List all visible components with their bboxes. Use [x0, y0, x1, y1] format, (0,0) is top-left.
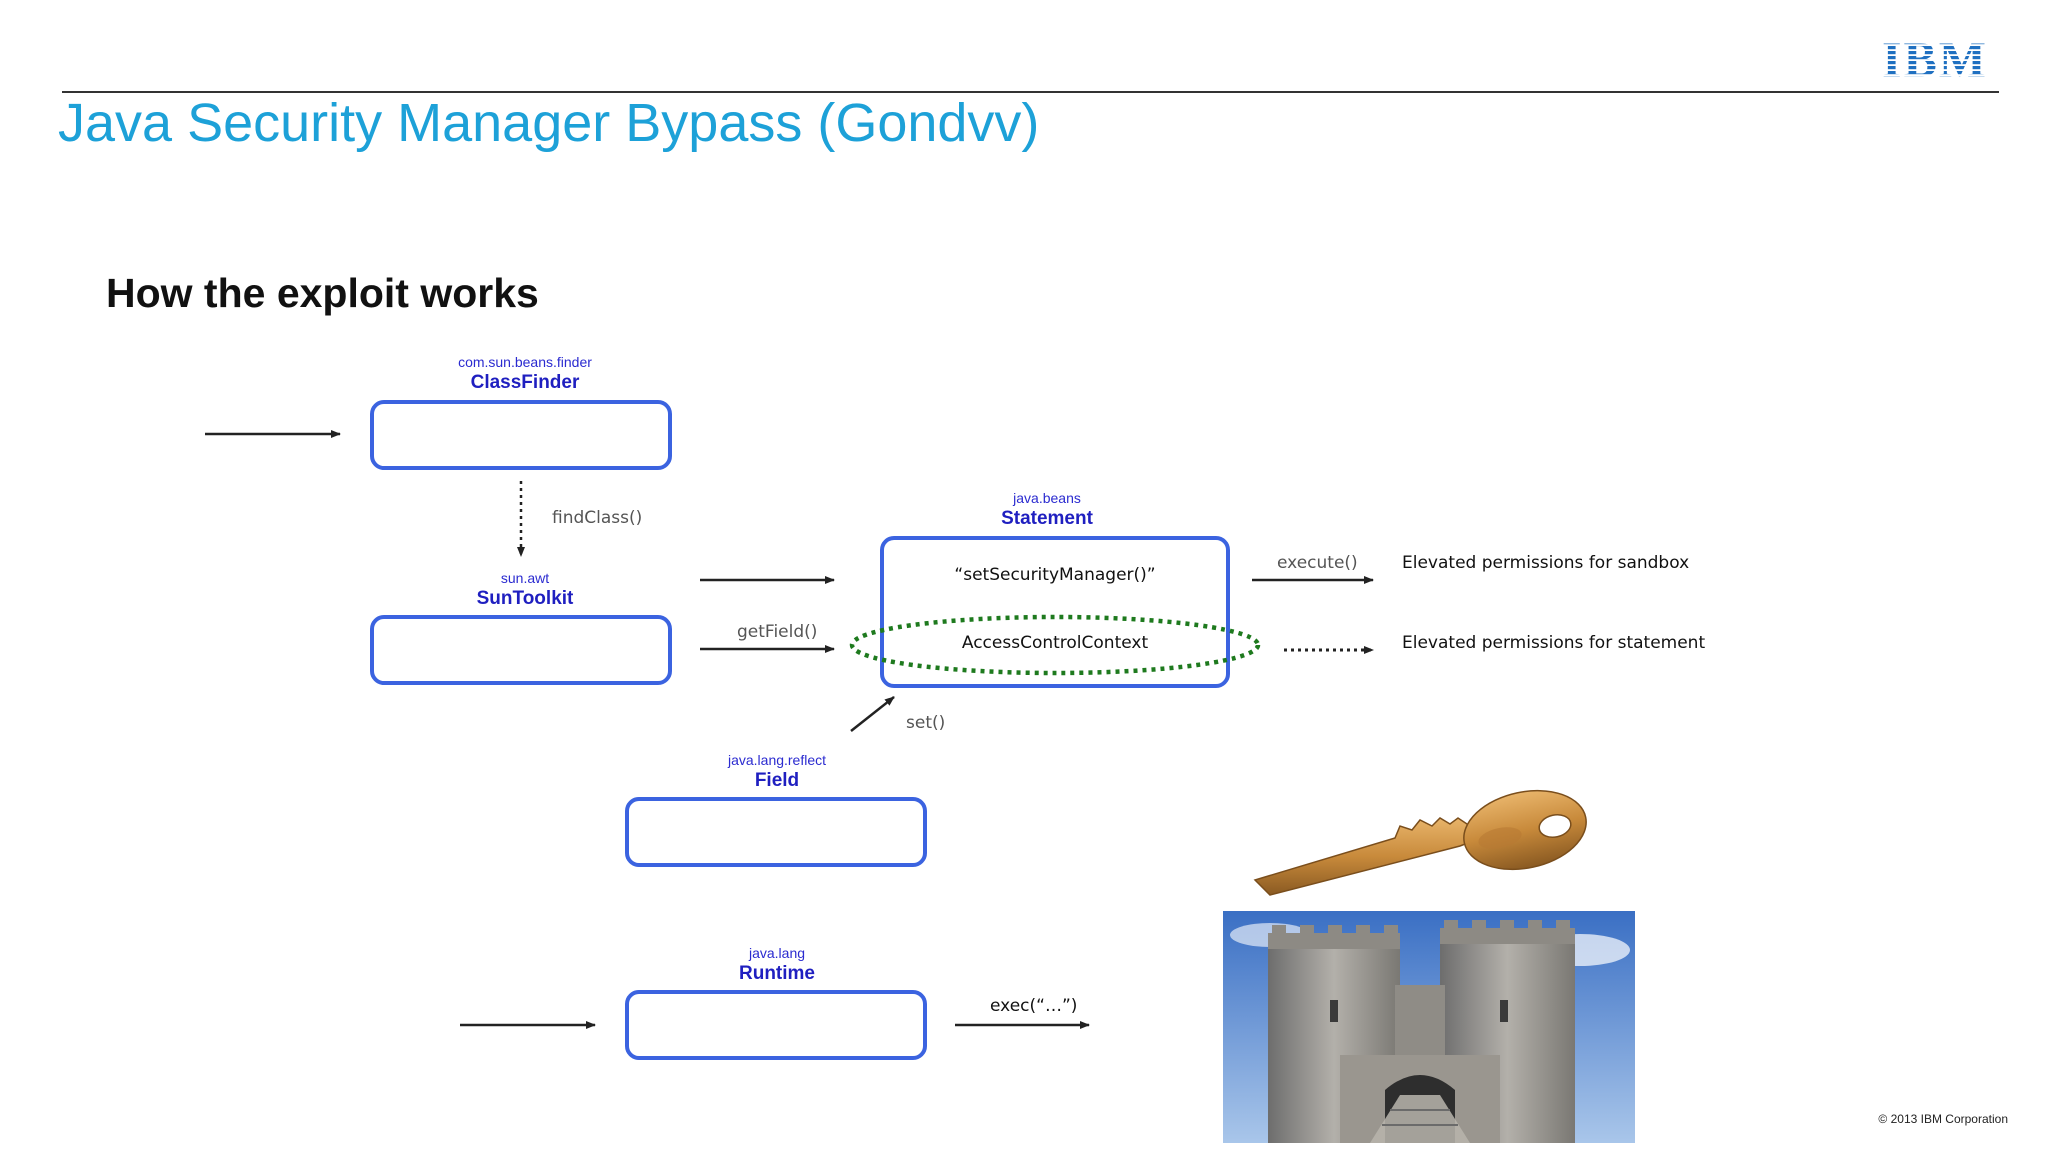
section-heading: How the exploit works — [106, 270, 539, 316]
field-package-label: java.lang.reflect — [727, 752, 827, 768]
header-rule — [62, 91, 1999, 93]
suntoolkit-class-label: SunToolkit — [476, 588, 574, 609]
copyright-text: © 2013 IBM Corporation — [1878, 1112, 2008, 1126]
ibm-logo-text: IBM — [1882, 36, 1988, 80]
runtime-class-label: Runtime — [739, 963, 815, 984]
findclass-edge-label: findClass() — [552, 508, 643, 528]
exec-edge-label: exec(“…”) — [990, 996, 1078, 1016]
field-class-label: Field — [754, 770, 800, 791]
statement-method-label: “setSecurityManager()” — [954, 565, 1156, 585]
ibm-logo: IBM — [1882, 36, 1988, 80]
access-control-context-label: AccessControlContext — [961, 633, 1149, 653]
set-arrow — [850, 696, 895, 732]
key-icon — [1253, 789, 1587, 896]
field-box — [625, 797, 927, 867]
execute-edge-label: execute() — [1277, 553, 1358, 573]
suntoolkit-box — [370, 615, 672, 685]
result-statement-label: Elevated permissions for statement — [1402, 633, 1706, 653]
result-sandbox-label: Elevated permissions for sandbox — [1402, 553, 1690, 573]
slide-title: Java Security Manager Bypass (Gondvv) — [58, 93, 1040, 153]
classfinder-box — [370, 400, 672, 470]
statement-package-label: java.beans — [1013, 490, 1081, 506]
castle-image — [1223, 911, 1635, 1143]
classfinder-package-label: com.sun.beans.finder — [458, 354, 592, 370]
statement-box — [880, 536, 1230, 688]
statement-class-label: Statement — [1001, 508, 1093, 529]
set-edge-label: set() — [906, 713, 946, 733]
classfinder-class-label: ClassFinder — [470, 372, 580, 393]
access-control-context-ring — [849, 614, 1261, 676]
getfield-edge-label: getField() — [737, 622, 818, 642]
runtime-package-label: java.lang — [748, 945, 806, 961]
runtime-box — [625, 990, 927, 1060]
suntoolkit-package-label: sun.awt — [500, 570, 550, 586]
